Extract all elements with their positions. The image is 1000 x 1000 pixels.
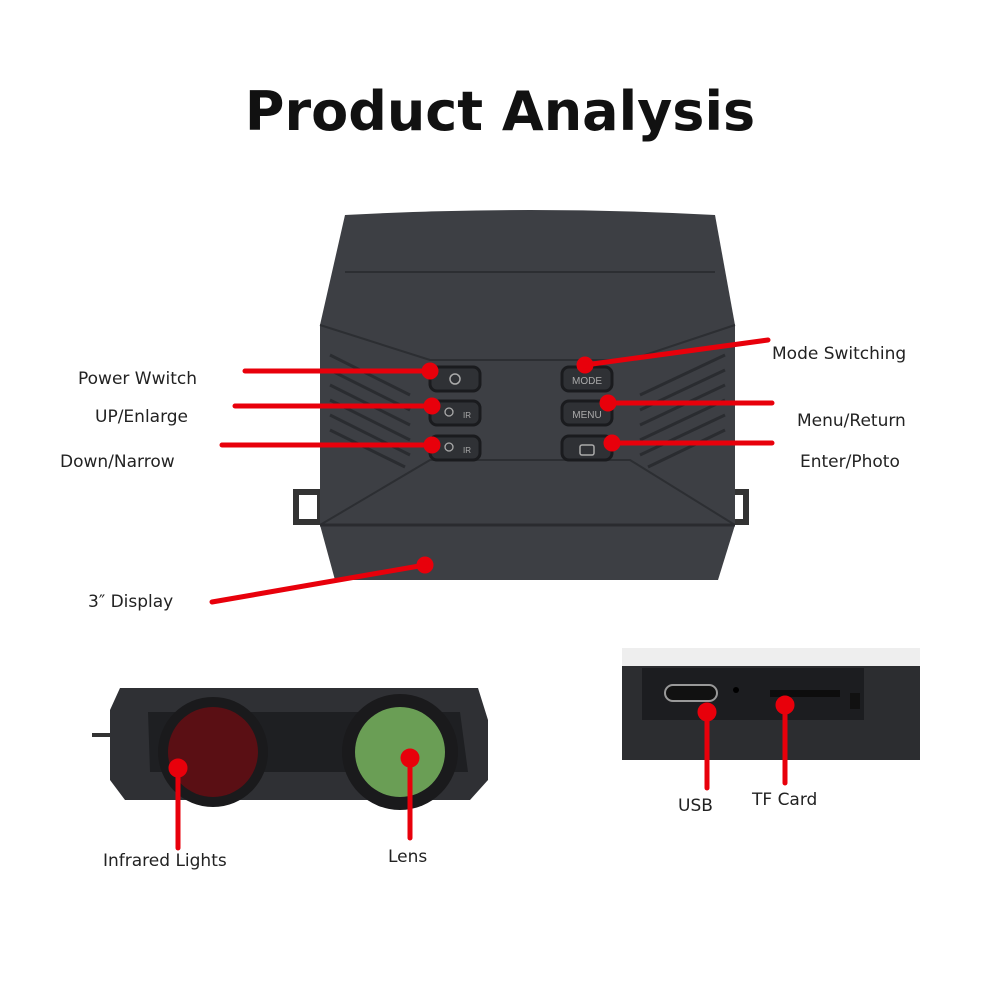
usb-port [664, 684, 718, 702]
label-usb: USB [678, 796, 713, 816]
label-enter-photo: Enter/Photo [800, 452, 900, 472]
label-power-switch: Power Wwitch [78, 369, 198, 389]
menu-button-label: MENU [572, 410, 601, 421]
camera-icon [579, 444, 595, 456]
label-up-enlarge: UP/Enlarge [95, 407, 189, 427]
mode-button-label: MODE [572, 376, 602, 387]
label-menu-return: Menu/Return [797, 411, 906, 431]
infrared-light [168, 707, 258, 797]
page-title: Product Analysis [244, 80, 756, 143]
device-front-view [92, 688, 488, 810]
zoom-in-icon [444, 407, 454, 417]
ir-down-label: IR [463, 446, 471, 455]
zoom-out-icon [444, 442, 454, 452]
ir-up-label: IR [463, 411, 471, 420]
label-tf-card: TF Card [752, 790, 818, 810]
callout-lines [168, 337, 795, 851]
port-view [622, 648, 920, 760]
tf-slot [770, 690, 840, 697]
lens [355, 707, 445, 797]
power-icon [449, 373, 461, 385]
label-mode-switching: Mode Switching [772, 344, 907, 364]
label-display: 3″ Display [88, 592, 174, 612]
label-down-narrow: Down/Narrow [60, 452, 175, 472]
label-lens: Lens [388, 847, 428, 867]
device-top-view: MODE MENU IR IR [293, 210, 749, 580]
label-infrared-lights: Infrared Lights [103, 851, 227, 871]
